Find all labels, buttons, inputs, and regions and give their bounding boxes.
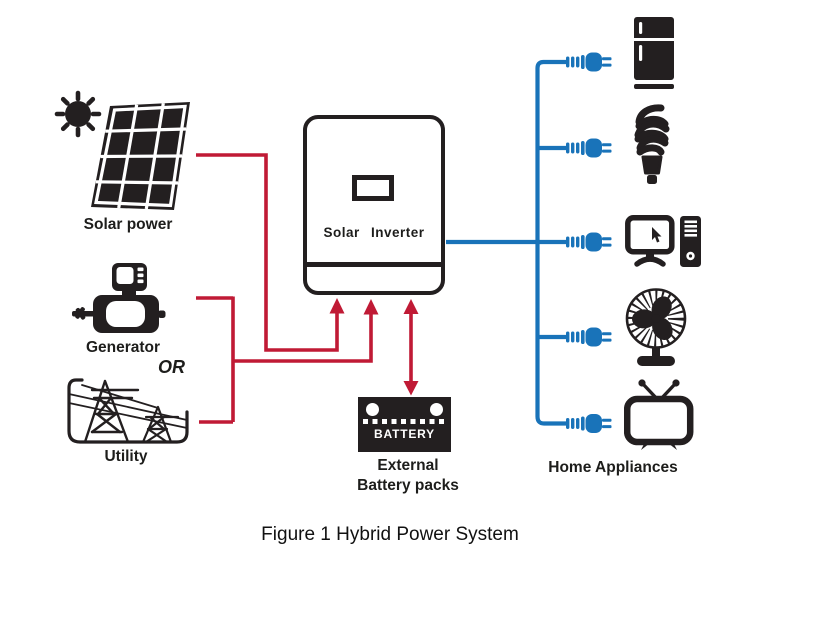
battery-terminal — [430, 402, 443, 416]
figure-caption: Figure 1 Hybrid Power System — [261, 524, 519, 545]
fan-icon — [625, 288, 687, 366]
utility-label: Utility — [104, 448, 148, 465]
sun-icon — [54, 90, 102, 138]
blue-output-lines — [446, 59, 567, 426]
battery-dashes — [363, 419, 446, 424]
red-arrowheads — [329, 298, 419, 396]
power-plug-icon — [566, 327, 612, 347]
television-icon — [624, 379, 694, 450]
power-plug-icon — [566, 232, 612, 252]
power-plug-icon — [566, 138, 612, 158]
appliance-bus-line — [535, 59, 567, 426]
battery-caption-line2: Battery packs — [357, 477, 459, 494]
refrigerator-icon — [634, 17, 674, 89]
power-plug-icon — [566, 52, 612, 72]
solar-inverter-box: Solar Inverter — [303, 115, 445, 295]
desktop-computer-icon — [625, 215, 701, 267]
home-appliances-label: Home Appliances — [548, 459, 678, 476]
generator-label: Generator — [85, 339, 161, 356]
solar-panel-icon — [91, 102, 190, 210]
or-label: OR — [158, 357, 185, 377]
generator-icon — [72, 263, 166, 333]
cursor-icon — [652, 227, 662, 243]
cfl-bulb-icon — [634, 104, 670, 184]
solar-power-label: Solar power — [83, 216, 173, 233]
battery-caption-line1: External — [377, 457, 439, 474]
battery-icon: BATTERY — [358, 397, 451, 452]
red-input-lines — [196, 153, 413, 424]
utility-icon — [67, 378, 189, 444]
power-plug-icon — [566, 414, 612, 433]
solar-to-inverter-line — [196, 153, 339, 352]
generator-utility-to-inverter-line — [196, 296, 373, 424]
inverter-display — [352, 175, 394, 201]
inverter-label: Solar Inverter — [323, 225, 425, 240]
battery-terminal — [366, 402, 379, 416]
battery-label: BATTERY — [374, 427, 435, 441]
inverter-divider — [307, 262, 441, 267]
